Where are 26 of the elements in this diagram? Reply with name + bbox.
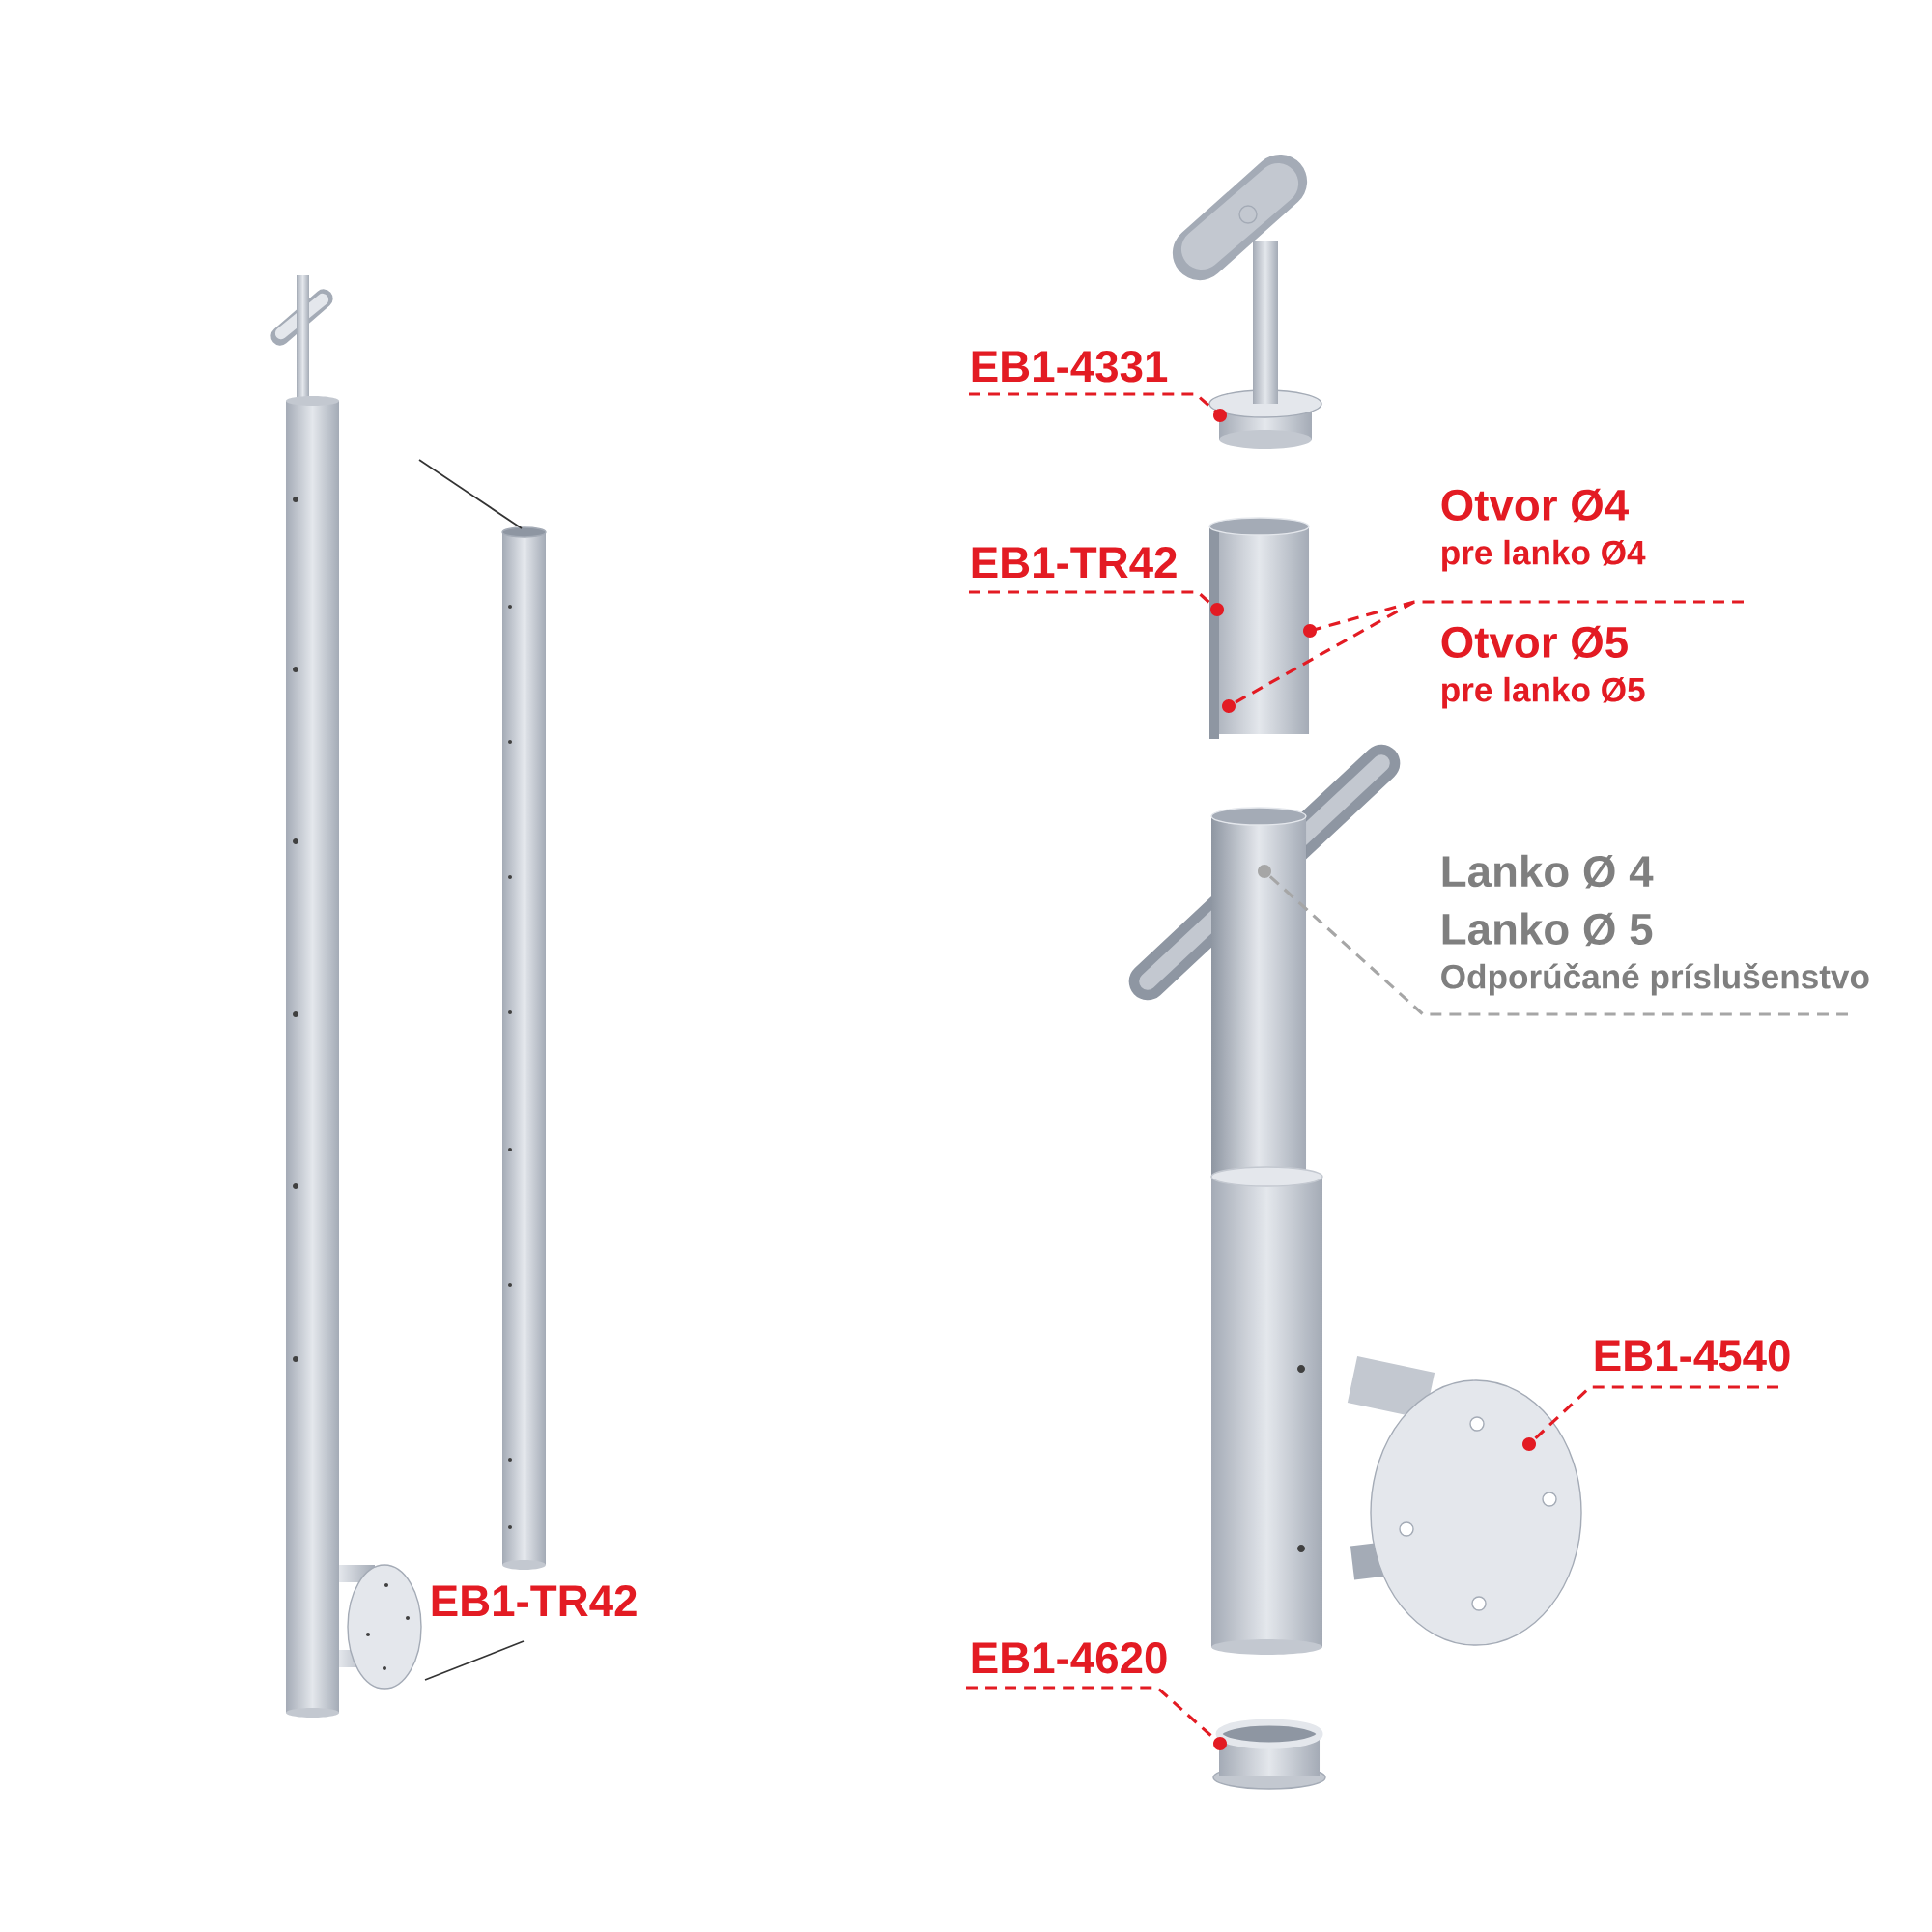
part-number: EB1-4620 — [972, 1642, 1167, 1674]
leader-line — [1522, 1385, 1778, 1451]
cable-label: Lanko Ø 4 — [1442, 854, 1654, 889]
hole-label: Otvor Ø4 — [1441, 488, 1629, 523]
base-plate-drawing — [1347, 1355, 1582, 1646]
part-number: EB1-TR42 — [432, 1585, 637, 1616]
railing-post-drawing — [270, 275, 422, 1718]
part-number: EB1-4331 — [972, 351, 1168, 383]
cable-label: Lanko Ø 5 — [1442, 912, 1653, 947]
leader-line — [966, 1686, 1227, 1751]
leader-line — [969, 392, 1227, 422]
leader-line — [1258, 865, 1848, 1016]
part-number: EB1-TR42 — [972, 547, 1177, 578]
part-number: EB1-4540 — [1595, 1340, 1790, 1372]
inner-tube-drawing — [501, 526, 547, 1570]
handrail-bracket-drawing — [1172, 154, 1322, 449]
leader-line — [969, 590, 1224, 616]
sleeve-tube-drawing — [1208, 517, 1310, 739]
accessory-note: Odporúčané príslušenstvo — [1441, 963, 1869, 996]
hole-note: pre lanko Ø5 — [1442, 676, 1645, 709]
hole-note: pre lanko Ø4 — [1442, 539, 1646, 572]
hole-label: Otvor Ø5 — [1441, 625, 1628, 660]
lower-post-drawing — [1210, 807, 1323, 1655]
end-cap-drawing — [1212, 1719, 1326, 1790]
leader-line — [1222, 600, 1415, 713]
leader-line — [1303, 600, 1744, 639]
